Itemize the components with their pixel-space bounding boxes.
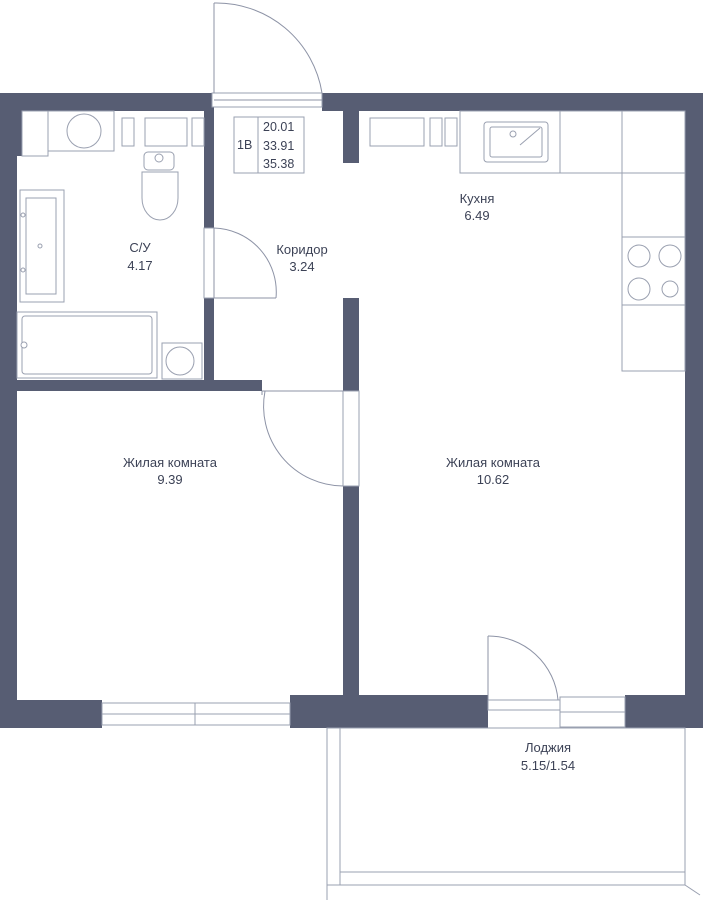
unit-area-living: 20.01: [263, 120, 294, 134]
room-area-bathroom: 4.17: [127, 258, 152, 273]
room-labels: С/У 4.17 Коридор 3.24 Кухня 6.49 Жилая к…: [123, 191, 575, 773]
loggia-outline: [326, 727, 701, 900]
unit-info-box: 1В 20.01 33.91 35.38: [233, 116, 305, 174]
room-name-bedroom: Жилая комната: [123, 455, 218, 470]
room-name-loggia: Лоджия: [525, 740, 571, 755]
room-name-living: Жилая комната: [446, 455, 541, 470]
unit-area-full: 35.38: [263, 157, 294, 171]
doors: [203, 2, 559, 701]
room-area-bedroom: 9.39: [157, 472, 182, 487]
room-name-kitchen: Кухня: [460, 191, 495, 206]
room-name-bathroom: С/У: [129, 240, 151, 255]
room-name-corridor: Коридор: [276, 242, 327, 257]
unit-area-total: 33.91: [263, 139, 294, 153]
room-area-loggia: 5.15/1.54: [521, 758, 575, 773]
windows: [21, 110, 626, 728]
kitchen-fixtures: [459, 110, 686, 372]
bathroom-fixtures: [16, 110, 203, 380]
room-area-kitchen: 6.49: [464, 208, 489, 223]
unit-code: 1В: [237, 138, 252, 152]
room-area-living: 10.62: [477, 472, 510, 487]
room-area-corridor: 3.24: [289, 259, 314, 274]
